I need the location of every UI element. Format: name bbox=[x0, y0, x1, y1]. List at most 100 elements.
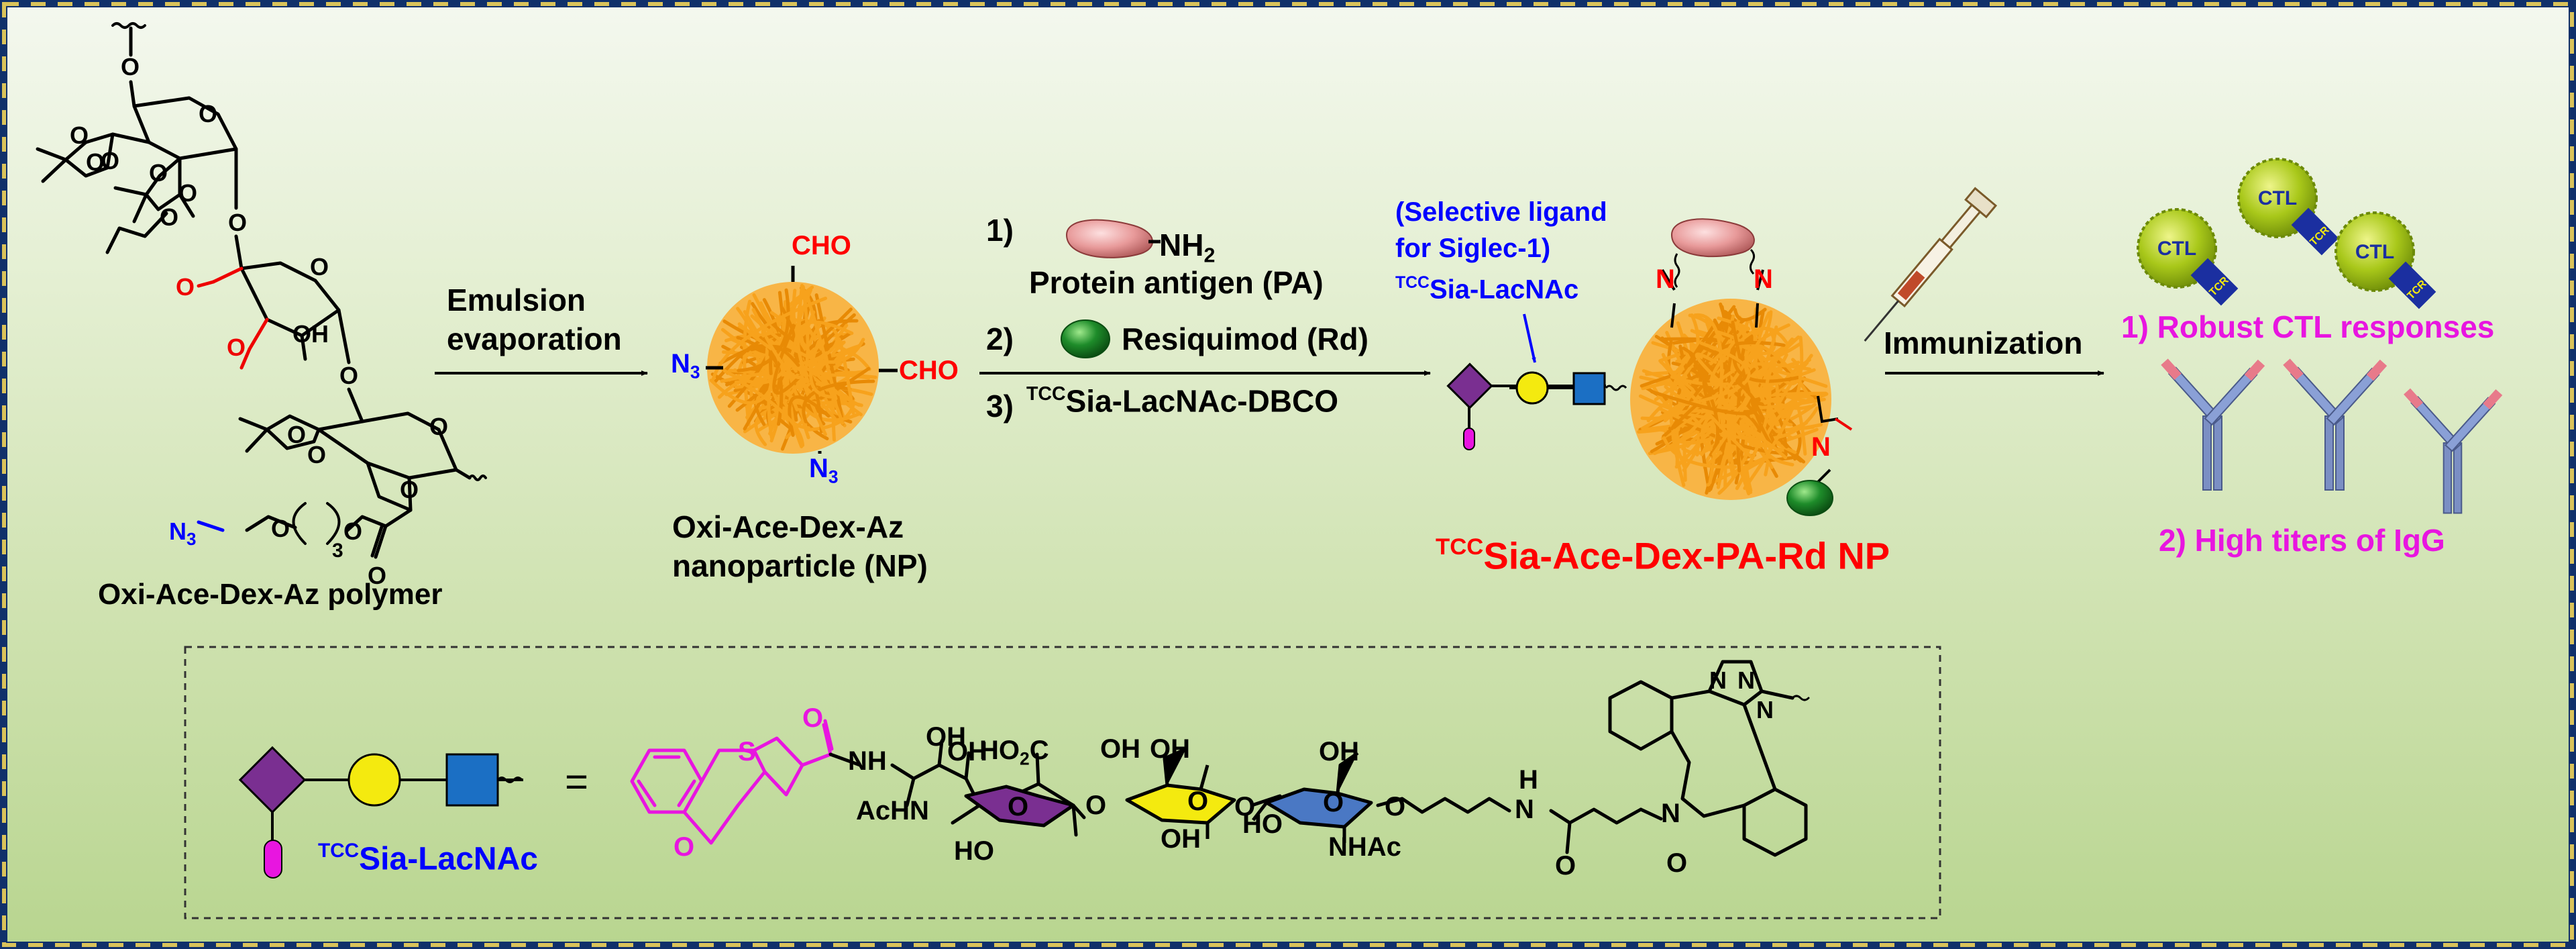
legend-atom-o: O bbox=[1187, 787, 1209, 816]
ligand-note-line2: for Siglec-1) bbox=[1395, 234, 1551, 263]
atom-n3: N3 bbox=[169, 517, 196, 549]
atom-o: O bbox=[149, 159, 168, 187]
legend-atom-o: O bbox=[1555, 851, 1576, 881]
atom-o: O bbox=[310, 253, 329, 281]
legend-dashed-box bbox=[184, 646, 1941, 919]
polymer-atom-labels: O O O O O O O O O O O O OH O O O O O O O… bbox=[70, 53, 448, 589]
legend-atom-o: O bbox=[1008, 792, 1029, 821]
legend-atom-ho: HO bbox=[1242, 809, 1283, 839]
fiber-strand bbox=[1743, 358, 1802, 490]
ctl-label: CTL bbox=[2355, 241, 2394, 263]
np-name-line2: nanoparticle (NP) bbox=[672, 548, 928, 583]
legend-atom-ho2c: HO2C bbox=[979, 736, 1049, 769]
legend-triazole-n: N bbox=[1756, 696, 1774, 723]
fiber-strand bbox=[1662, 436, 1737, 469]
fiber-strand bbox=[1709, 324, 1760, 384]
fiber-strand bbox=[722, 298, 779, 344]
polymer-name: Oxi-Ace-Dex-Az polymer bbox=[98, 578, 443, 611]
legend-atom-oh: OH bbox=[1150, 734, 1190, 764]
fiber-strand bbox=[1733, 307, 1767, 321]
fiber-strand bbox=[769, 311, 845, 425]
legend-atom-o: O bbox=[1234, 792, 1256, 821]
atom-o: O bbox=[70, 121, 89, 149]
reagent1-group: NH2 bbox=[1159, 228, 1216, 267]
repeat-count: 3 bbox=[332, 540, 343, 562]
fiber-strand bbox=[1695, 352, 1727, 390]
outcome-ctl: 1) Robust CTL responses bbox=[2121, 309, 2495, 344]
atom-o: O bbox=[429, 413, 448, 440]
legend-sugar-rings bbox=[964, 747, 1373, 843]
legend-atom-ho: HO bbox=[954, 836, 994, 866]
fiber-strand bbox=[1688, 351, 1720, 452]
legend-atom-s: S bbox=[738, 737, 756, 766]
fiber-strand bbox=[1666, 339, 1762, 450]
np-azide-bottom: N3 bbox=[809, 454, 839, 487]
fiber-strand bbox=[1680, 341, 1751, 407]
legend-atom-acnh: AcHN bbox=[856, 796, 929, 826]
ctl-label: CTL bbox=[2157, 238, 2196, 260]
imine-n: N bbox=[1754, 264, 1773, 294]
step1-label-line1: Emulsion bbox=[447, 283, 586, 317]
atom-o: O bbox=[400, 476, 419, 503]
legend-equals: = bbox=[565, 759, 589, 804]
fiber-strand bbox=[1769, 336, 1804, 385]
fiber-strand bbox=[836, 337, 855, 415]
np-name-line1: Oxi-Ace-Dex-Az bbox=[672, 509, 904, 544]
syringe-icon bbox=[1864, 187, 1998, 342]
atom-o: O bbox=[343, 517, 362, 545]
legend-atom-o: O bbox=[1085, 791, 1107, 820]
legend-structure bbox=[630, 660, 1810, 857]
legend-atom-oh: OH bbox=[1161, 824, 1201, 854]
fiber-strand bbox=[739, 380, 805, 447]
fiber-strand bbox=[750, 314, 865, 364]
reagent3-number: 3) bbox=[986, 389, 1014, 423]
atom-o-aldehyde: O bbox=[176, 273, 195, 301]
np-azide-left: N3 bbox=[671, 349, 700, 383]
legend-atom-o: O bbox=[1666, 848, 1688, 878]
product-name: TCCSia-Ace-Dex-PA-Rd NP bbox=[1436, 534, 1890, 577]
legend-glycan bbox=[238, 746, 523, 879]
atom-o: O bbox=[160, 203, 178, 231]
legend-triazole-n: N bbox=[1737, 666, 1755, 694]
fiber-strand bbox=[764, 285, 810, 379]
glycan-ligand-scheme bbox=[1446, 313, 1606, 450]
legend-atom-o: O bbox=[674, 832, 695, 862]
ligand-name: TCCSia-LacNAc bbox=[1395, 274, 1579, 305]
legend-atom-o: O bbox=[1385, 792, 1406, 821]
np-cho-top: CHO bbox=[792, 231, 851, 260]
atom-o: O bbox=[339, 362, 358, 389]
legend-atom-o: O bbox=[1323, 788, 1344, 817]
fiber-strand bbox=[798, 283, 816, 337]
fiber-strand bbox=[1638, 363, 1754, 419]
legend-atom-oh: OH bbox=[1319, 737, 1359, 766]
legend-atom-nh: NH bbox=[848, 746, 887, 776]
legend-atom-oh: OH bbox=[1100, 734, 1140, 764]
reagent1-label: Protein antigen (PA) bbox=[1029, 265, 1324, 300]
antibody-icon bbox=[2404, 388, 2503, 514]
legend-triazole-n: N bbox=[1709, 666, 1727, 694]
atom-o: O bbox=[287, 421, 306, 448]
fiber-strand bbox=[772, 323, 802, 395]
polymer-structure bbox=[36, 22, 487, 559]
nanoparticle-sphere bbox=[706, 266, 898, 454]
antibody-icon bbox=[2161, 358, 2265, 491]
reagent3-label: TCCSia-LacNAc-DBCO bbox=[1026, 383, 1339, 419]
fiber-strand bbox=[771, 353, 844, 405]
fiber-strand bbox=[1715, 330, 1772, 491]
fiber-strand bbox=[769, 346, 800, 375]
legend-atom-oh: OH bbox=[947, 737, 987, 766]
fiber-strand bbox=[1765, 365, 1778, 422]
atom-o: O bbox=[271, 515, 290, 542]
antibody-icon bbox=[2283, 358, 2387, 491]
fiber-strand bbox=[1641, 409, 1743, 432]
reagent2-label: Resiquimod (Rd) bbox=[1122, 321, 1368, 356]
step1-label-line2: evaporation bbox=[447, 321, 622, 356]
atom-o: O bbox=[86, 148, 105, 176]
product-nanoparticle bbox=[1509, 218, 1853, 516]
fiber-strand bbox=[722, 305, 802, 385]
atom-o: O bbox=[368, 562, 386, 589]
reagent2-number: 2) bbox=[986, 321, 1014, 356]
